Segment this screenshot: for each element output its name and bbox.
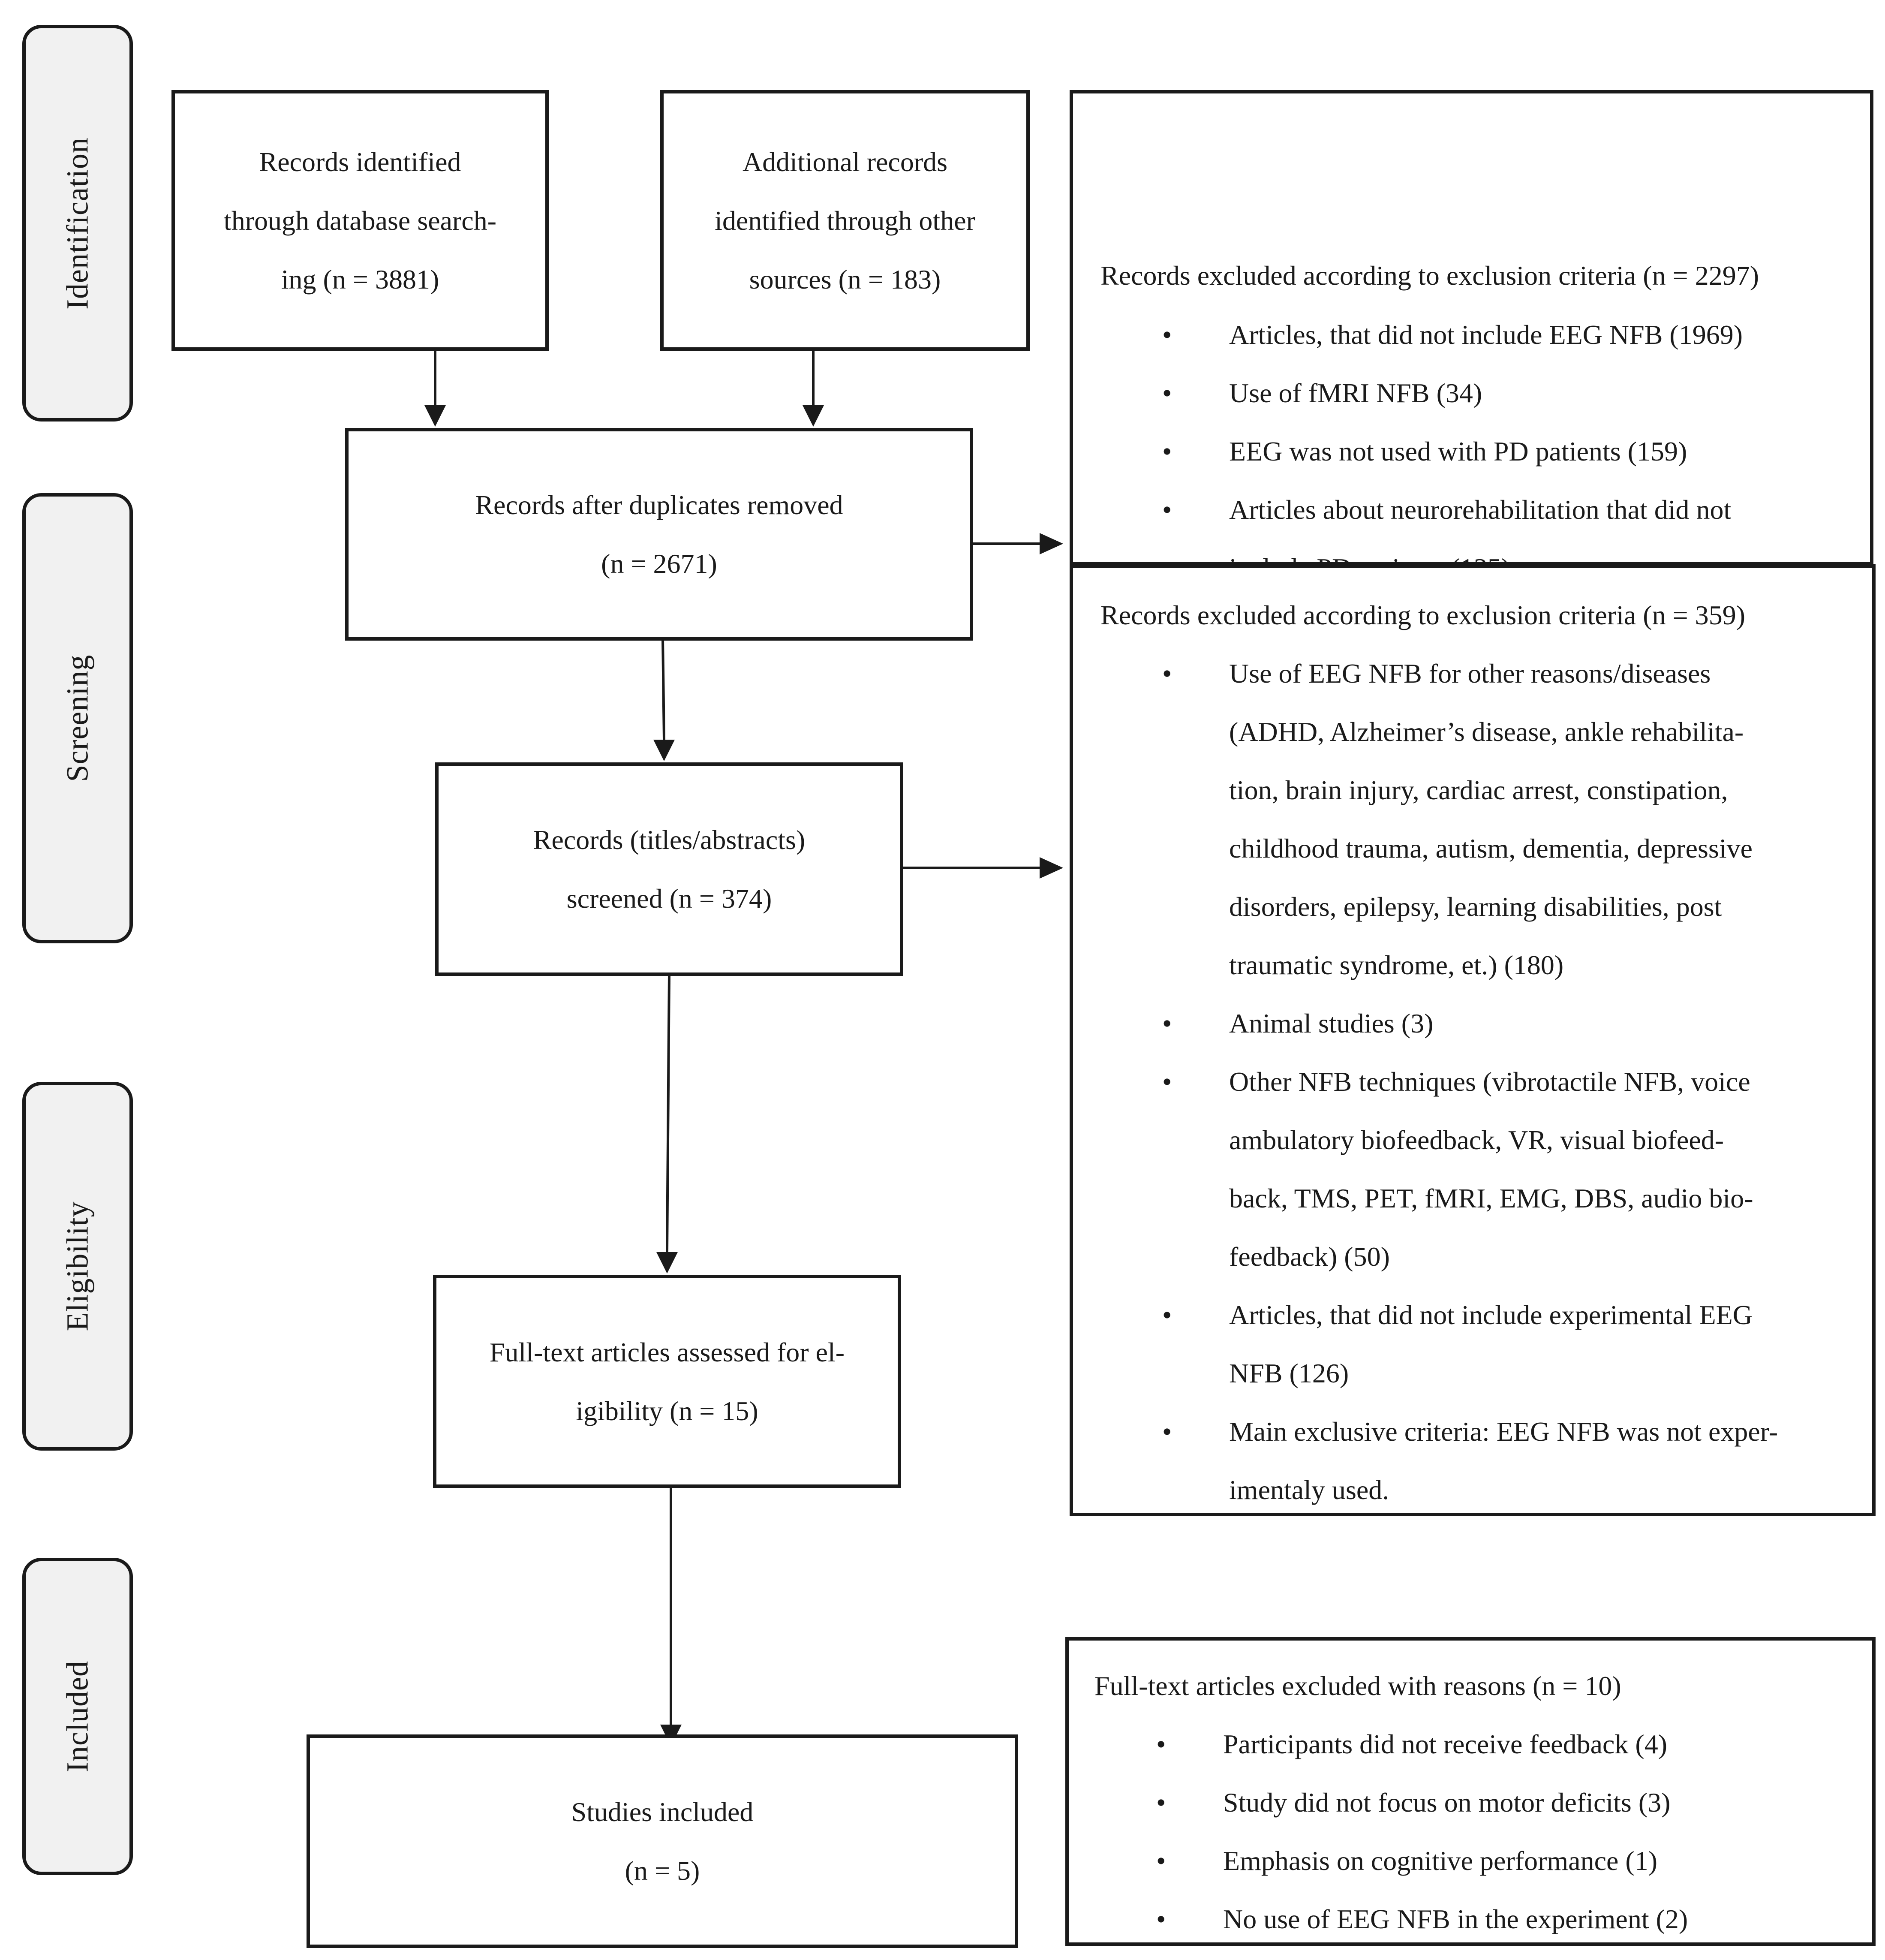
studies-included-box: Studies included (n = 5): [307, 1734, 1018, 1948]
arrowhead-exclusion-1: [1040, 533, 1063, 554]
stage-eligibility: Eligibility: [22, 1082, 133, 1451]
duplicates-removed-text: Records after duplicates removed (n = 26…: [475, 490, 843, 579]
other-sources-text: Additional records identified through ot…: [715, 146, 975, 295]
duplicates-removed-box: Records after duplicates removed (n = 26…: [345, 428, 973, 641]
arrowhead-other: [803, 405, 824, 427]
arrow-screened-to-full-text: [666, 974, 670, 1252]
full-text-assessed-text: Full-text articles assessed for el- igib…: [489, 1337, 845, 1426]
screened-text: Records (titles/abstracts) screened (n =…: [533, 825, 806, 914]
database-records-box: Records identified through database sear…: [171, 90, 549, 351]
stage-identification: Identification: [22, 25, 133, 422]
arrowhead-screened: [653, 740, 675, 761]
stage-label-screening: Screening: [60, 654, 95, 782]
exclusion-3-title: Full-text articles excluded with reasons…: [1094, 1671, 1621, 1701]
list-item: Animal studies (3): [1097, 994, 1872, 1053]
exclusion-box-screening: Records excluded according to exclusion …: [1070, 564, 1876, 1516]
screened-box: Records (titles/abstracts) screened (n =…: [435, 762, 903, 976]
list-item: Participants did not receive feedback (4…: [1091, 1715, 1872, 1773]
list-item: Main exclusive criteria: EEG NFB was not…: [1097, 1403, 1872, 1519]
other-sources-box: Additional records identified through ot…: [660, 90, 1030, 351]
list-item: Study did not focus on motor deficits (3…: [1091, 1773, 1872, 1832]
stage-included: Included: [22, 1558, 133, 1875]
stage-label-included: Included: [60, 1661, 95, 1772]
exclusion-box-full-text: Full-text articles excluded with reasons…: [1065, 1637, 1876, 1948]
arrowhead-database: [424, 405, 446, 427]
full-text-assessed-box: Full-text articles assessed for el- igib…: [433, 1275, 901, 1488]
arrow-duplicates-to-screened: [661, 638, 665, 740]
exclusion-2-title: Records excluded according to exclusion …: [1100, 600, 1745, 630]
database-records-text: Records identified through database sear…: [223, 146, 497, 295]
stage-screening: Screening: [22, 493, 133, 943]
list-item: Use of EEG NFB for other reasons/disease…: [1097, 644, 1872, 994]
stage-label-identification: Identification: [60, 137, 95, 310]
exclusion-3-list: Participants did not receive feedback (4…: [1091, 1715, 1872, 1948]
list-item: Articles about neurorehabilitation that …: [1097, 481, 1870, 597]
list-item: Articles, that did not include experimen…: [1097, 1286, 1872, 1403]
exclusion-1-list: Articles, that did not include EEG NFB (…: [1097, 306, 1870, 597]
arrowhead-full-text: [656, 1252, 678, 1274]
stage-label-eligibility: Eligibility: [60, 1201, 95, 1331]
list-item: No use of EEG NFB in the experiment (2): [1091, 1890, 1872, 1948]
list-item: Articles, that did not include EEG NFB (…: [1097, 306, 1870, 364]
exclusion-box-records: Records excluded according to exclusion …: [1070, 90, 1873, 583]
list-item: Other NFB techniques (vibrotactile NFB, …: [1097, 1053, 1872, 1286]
list-item: Use of fMRI NFB (34): [1097, 364, 1870, 422]
arrowhead-exclusion-2: [1040, 857, 1063, 879]
exclusion-2-list: Use of EEG NFB for other reasons/disease…: [1097, 644, 1872, 1519]
list-item: Emphasis on cognitive performance (1): [1091, 1832, 1872, 1890]
list-item: EEG was not used with PD patients (159): [1097, 422, 1870, 481]
studies-included-text: Studies included (n = 5): [571, 1797, 754, 1886]
exclusion-1-title: Records excluded according to exclusion …: [1100, 260, 1759, 291]
